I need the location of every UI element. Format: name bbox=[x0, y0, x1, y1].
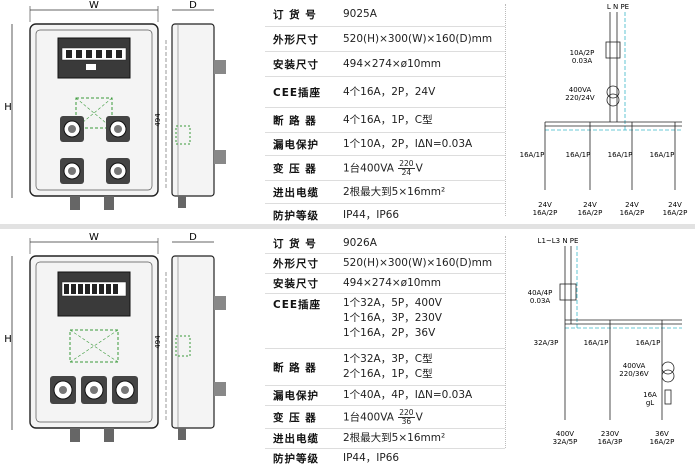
section-divider bbox=[0, 224, 695, 229]
spec-row-rcd: 漏电保护 1个40A，4P，IΔN=0.03A bbox=[265, 386, 505, 406]
bus-label: L N PE bbox=[607, 3, 629, 11]
spec-row-size: 外形尺寸 520(H)×300(W)×160(D)mm bbox=[265, 254, 505, 274]
breaker-label: 32A/3P bbox=[534, 339, 559, 347]
spec-row-cee: CEE插座 1个32A，5P，400V 1个16A，3P，230V 1个16A，… bbox=[265, 294, 505, 349]
socket-icon bbox=[50, 376, 76, 404]
enclosure-side bbox=[171, 23, 215, 197]
transformer-sub: 220/24V bbox=[565, 94, 595, 102]
rcd-sub: 0.03A bbox=[530, 297, 551, 305]
transformer-symbol bbox=[661, 361, 675, 375]
outlet-voltage: 24V bbox=[538, 201, 552, 209]
spec-table: 订 货 号 9026A 外形尺寸 520(H)×300(W)×160(D)mm … bbox=[265, 234, 505, 467]
breaker-label: 16A/1P bbox=[520, 151, 545, 159]
transformer-symbol bbox=[606, 85, 620, 99]
breaker-label: 16A/1P bbox=[584, 339, 609, 347]
rcd-label: 10A/2P bbox=[570, 49, 595, 57]
transformer-label: 400VA bbox=[569, 86, 592, 94]
spec-row-order: 订 货 号 9026A bbox=[265, 234, 505, 254]
height-label: H bbox=[4, 334, 12, 345]
spec-row-ip: 防护等级 IP44，IP66 bbox=[273, 208, 400, 222]
outlet-voltage: 36V bbox=[655, 430, 669, 438]
rcd-symbol bbox=[605, 41, 621, 59]
mount-depth-label: 494 bbox=[154, 335, 162, 349]
breaker-label: 16A/1P bbox=[636, 339, 661, 347]
spec-table: 订 货 号 9025A 外形尺寸 520(H)×300(W)×160(D)mm … bbox=[265, 2, 505, 226]
spec-row-cable: 进出电缆 2根最大到5×16mm² bbox=[265, 429, 505, 449]
width-label: W bbox=[89, 0, 99, 11]
breaker-label: 16A/1P bbox=[566, 151, 591, 159]
outlet-voltage: 24V bbox=[668, 201, 682, 209]
outlet-rating: 16A/2P bbox=[578, 209, 603, 217]
height-label: H bbox=[4, 102, 12, 113]
outlet-rating: 16A/3P bbox=[598, 438, 623, 446]
wiring-schematic: L1~L3 N PE 40A/4P 0.03A 32A/3P 16A/1P 16… bbox=[528, 237, 682, 446]
width-label: W bbox=[89, 232, 99, 243]
spec-row-cable: 进出电缆 2根最大到5×16mm² bbox=[265, 181, 505, 204]
fuse-label: 16A bbox=[643, 391, 657, 399]
enclosure-drawing: W H D bbox=[4, 0, 226, 210]
outlet-voltage: 24V bbox=[625, 201, 639, 209]
outlet-rating: 16A/2P bbox=[620, 209, 645, 217]
fuse-sub: gL bbox=[646, 399, 654, 407]
outlet-voltage: 400V bbox=[556, 430, 574, 438]
breaker-label: 16A/1P bbox=[650, 151, 675, 159]
rcd-label: 40A/4P bbox=[528, 289, 553, 297]
rcd-symbol bbox=[559, 283, 577, 301]
spec-row-ip: 防护等级 IP44，IP66 bbox=[273, 451, 400, 465]
rcd-sub: 0.03A bbox=[572, 57, 593, 65]
transformer-sub: 220/36V bbox=[619, 370, 649, 378]
spec-row-install: 安装尺寸 494×274×ø10mm bbox=[265, 52, 505, 77]
fuse-symbol bbox=[664, 389, 672, 405]
spec-row-breaker: 断 路 器 1个32A，3P，C型 2个16A，1P，C型 bbox=[265, 349, 505, 386]
product-9026A: W H D 494 订 货 号 bbox=[0, 232, 695, 465]
socket-icon bbox=[112, 376, 138, 404]
transformer-label: 400VA bbox=[623, 362, 646, 370]
outlet-rating: 16A/2P bbox=[533, 209, 558, 217]
spec-row-cee: CEE插座 4个16A，2P，24V bbox=[265, 77, 505, 108]
enclosure-drawing: W H D 494 bbox=[4, 232, 226, 442]
socket-icon bbox=[60, 116, 84, 142]
spec-row-rcd: 漏电保护 1个10A，2P，IΔN=0.03A bbox=[265, 133, 505, 156]
transformer-outline bbox=[75, 97, 113, 129]
wiring-schematic: L N PE 10A/2P 0.03A 400VA 220/24V 16A/1P… bbox=[520, 3, 688, 217]
socket-icon bbox=[60, 158, 84, 184]
spec-row-install: 安装尺寸 494×274×ø10mm bbox=[265, 274, 505, 294]
bus-label: L1~L3 N PE bbox=[538, 237, 579, 245]
socket-icon bbox=[106, 158, 130, 184]
outlet-voltage: 230V bbox=[601, 430, 619, 438]
spec-row-breaker: 断 路 器 4个16A，1P，C型 bbox=[265, 108, 505, 133]
depth-label: D bbox=[189, 232, 197, 243]
breaker-label: 16A/1P bbox=[608, 151, 633, 159]
outlet-rating: 16A/2P bbox=[650, 438, 675, 446]
outlet-rating: 16A/2P bbox=[663, 209, 688, 217]
outlet-rating: 32A/5P bbox=[553, 438, 578, 446]
depth-label: D bbox=[189, 0, 197, 11]
outlet-voltage: 24V bbox=[583, 201, 597, 209]
product-9025A: W H D bbox=[0, 0, 695, 222]
spec-row-size: 外形尺寸 520(H)×300(W)×160(D)mm bbox=[265, 27, 505, 52]
spec-row-order: 订 货 号 9025A bbox=[265, 2, 505, 27]
enclosure-side bbox=[171, 255, 215, 429]
socket-icon bbox=[81, 376, 107, 404]
socket-icon bbox=[106, 116, 130, 142]
mount-depth-label: 494 bbox=[154, 113, 162, 127]
